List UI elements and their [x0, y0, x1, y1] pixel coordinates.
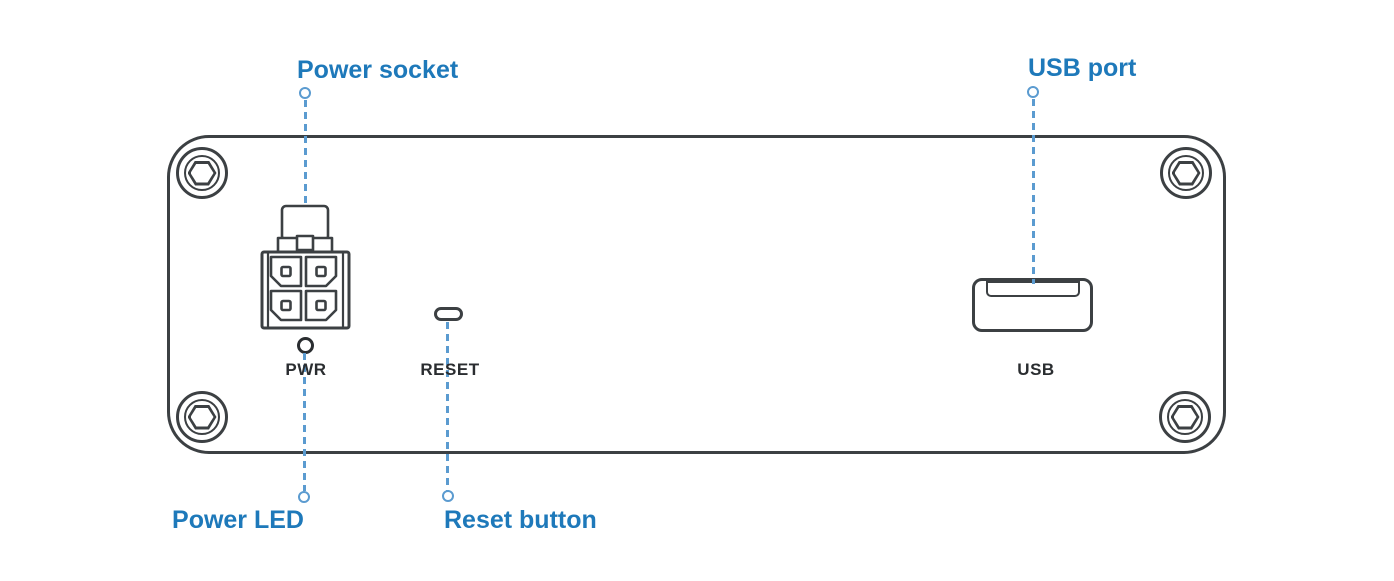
leader-dot-power-led — [298, 491, 310, 503]
hex-socket-icon — [1171, 160, 1201, 186]
leader-line-power-socket — [303, 100, 307, 203]
callout-usb-port: USB port — [1028, 54, 1137, 82]
hex-screw-icon — [1160, 147, 1212, 199]
screw-inner-ring — [184, 155, 220, 191]
leader-dot-usb-port — [1027, 86, 1039, 98]
hex-socket-icon — [1170, 404, 1200, 430]
leader-line-reset-button — [446, 322, 449, 491]
screw-inner-ring — [1168, 155, 1204, 191]
screw-inner-ring — [1167, 399, 1203, 435]
hex-socket-icon — [187, 160, 217, 186]
leader-dot-power-socket — [299, 87, 311, 99]
callout-reset-button: Reset button — [444, 506, 597, 534]
hex-screw-icon — [1159, 391, 1211, 443]
leader-line-power-led — [303, 353, 306, 491]
panel-label-reset: RESET — [420, 360, 480, 379]
callout-power-led: Power LED — [172, 506, 304, 534]
leader-dot-reset-button — [442, 490, 454, 502]
panel-label-usb: USB — [1017, 360, 1055, 379]
callout-power-socket: Power socket — [297, 56, 459, 84]
power-socket-icon — [260, 204, 351, 330]
hex-screw-icon — [176, 391, 228, 443]
power-led-indicator-icon — [297, 337, 314, 354]
hex-screw-icon — [176, 147, 228, 199]
hex-socket-icon — [187, 404, 217, 430]
leader-line-usb-port — [1031, 99, 1035, 284]
panel-label-pwr: PWR — [285, 360, 327, 379]
screw-inner-ring — [184, 399, 220, 435]
reset-hole-icon — [434, 307, 463, 321]
